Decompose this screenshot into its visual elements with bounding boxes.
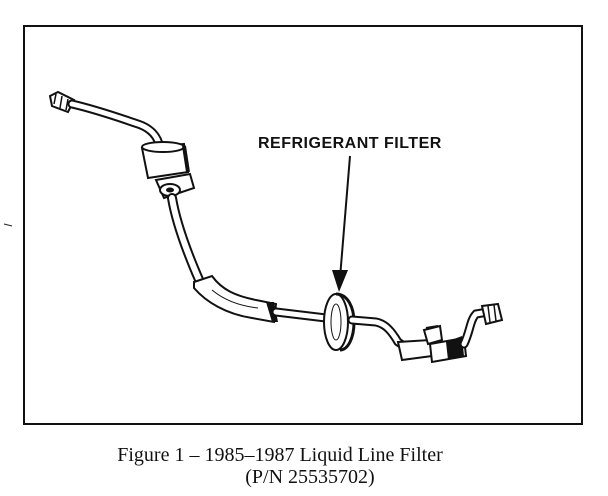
right-coupling [396, 324, 468, 364]
tube-to-filter [271, 307, 331, 323]
callout-arrow [332, 155, 351, 292]
hose-elbow [193, 274, 278, 324]
figure-caption-part-number: (P/N 25535702) [245, 466, 375, 488]
upper-line-tube [67, 99, 165, 153]
callout-label: REFRIGERANT FILTER [258, 135, 442, 152]
line-muffler [140, 141, 190, 180]
right-riser-tube [459, 307, 493, 349]
diagram-border [23, 25, 583, 425]
vertical-line-tube [167, 193, 205, 287]
right-fitting [480, 302, 504, 326]
figure-caption-title: Figure 1 – 1985–1987 Liquid Line Filter [117, 444, 443, 466]
margin-mark [3, 223, 13, 227]
line-clamp [154, 172, 196, 200]
